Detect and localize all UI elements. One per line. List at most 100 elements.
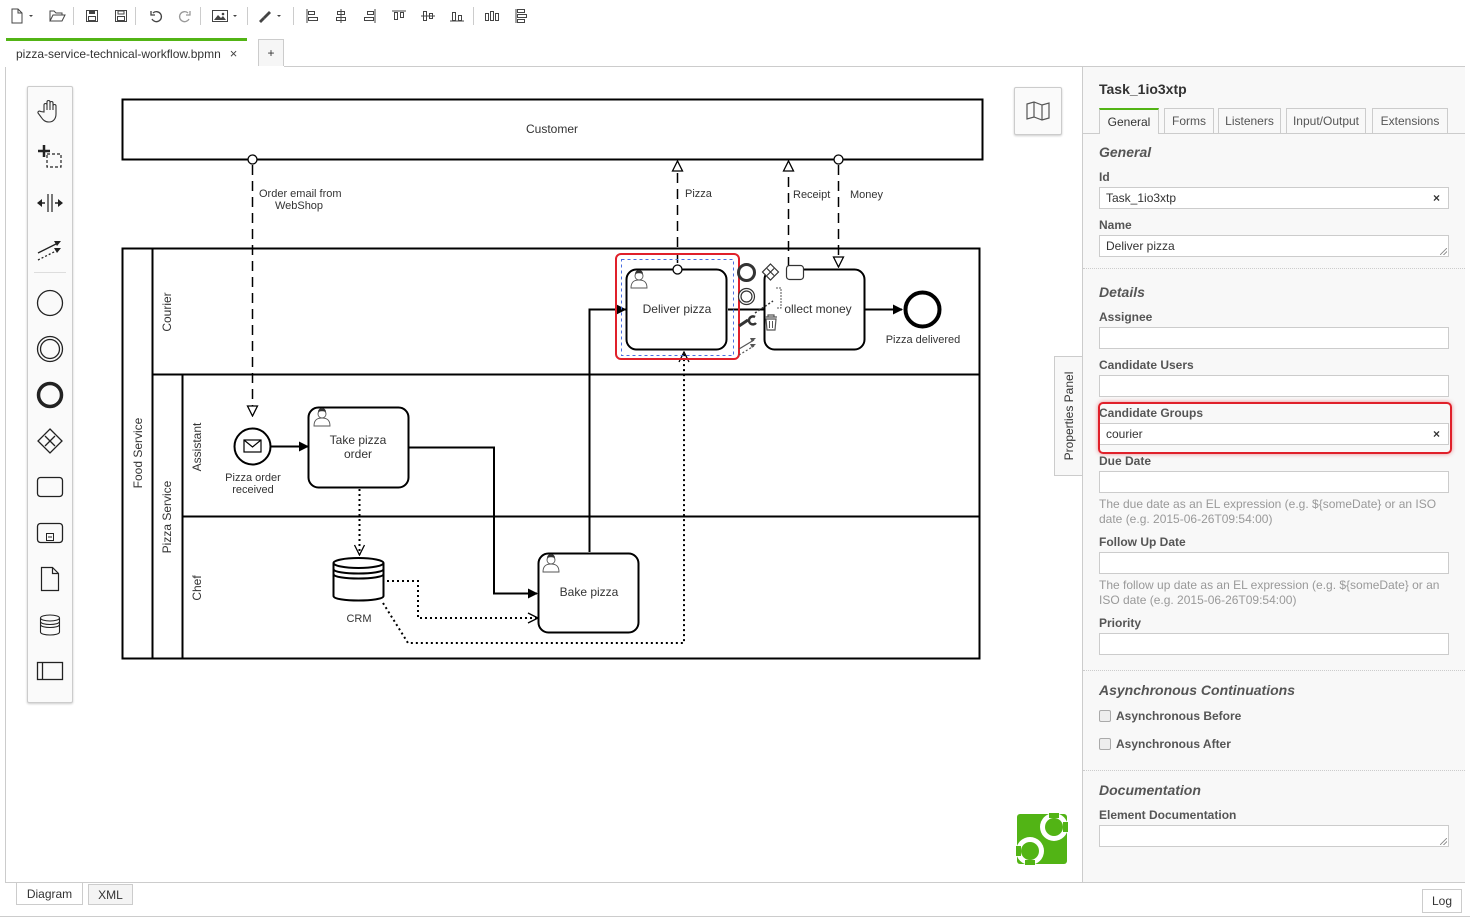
id-field[interactable]: Task_1io3xtp × [1099,187,1449,209]
sequence-flow-bake-to-deliver[interactable] [588,304,627,553]
task-take-pizza-order[interactable]: Take pizza order [307,406,410,489]
create-data-store-button[interactable] [28,605,72,645]
create-gateway-button[interactable] [28,421,72,461]
group-async-heading: Asynchronous Continuations [1099,682,1295,698]
lane-courier[interactable]: Courier [160,292,174,331]
task-collect-money[interactable]: ollect money [763,267,866,351]
tab-forms[interactable]: Forms [1164,108,1214,133]
wrench-icon[interactable] [738,315,757,328]
message-flow-order-label-1: Order email from [259,188,342,200]
log-button[interactable]: Log [1422,889,1462,913]
file-tab-active[interactable]: pizza-service-technical-workflow.bpmn × [6,38,248,66]
lane-assistant[interactable]: Assistant [190,422,204,471]
append-text-annotation-icon[interactable] [776,287,782,309]
candidate-users-field[interactable] [1099,375,1449,397]
end-event-pizza-delivered[interactable]: Pizza delivered [886,290,961,347]
export-image-button[interactable] [210,5,242,27]
color-button[interactable] [256,5,286,27]
close-tab-icon[interactable]: × [229,46,238,61]
data-store-crm[interactable]: CRM [332,557,385,625]
tab-xml[interactable]: XML [88,884,133,905]
space-tool-button[interactable] [28,183,72,223]
task-deliver-pizza[interactable]: Deliver pizza [615,253,740,360]
align-middle-button[interactable] [418,5,438,27]
append-task-icon[interactable] [785,264,805,281]
create-task-button[interactable] [28,467,72,507]
data-association-crm-to-deliver[interactable] [382,352,684,644]
resize-handle-icon[interactable] [1440,838,1447,845]
lasso-tool-button[interactable] [28,137,72,177]
diagram-canvas[interactable]: Customer Food Service Courier Pizza Serv… [6,67,1082,882]
end-event-label: Pizza delivered [886,334,961,346]
priority-field[interactable] [1099,633,1449,655]
create-participant-button[interactable] [28,651,72,691]
align-top-button[interactable] [389,5,409,27]
message-flow-order-email[interactable]: Order email from WebShop [248,154,342,416]
global-connect-tool-button[interactable] [28,229,72,269]
connect-icon[interactable] [738,338,756,356]
follow-up-date-field[interactable] [1099,552,1449,574]
file-tab-label: pizza-service-technical-workflow.bpmn [16,46,221,61]
start-event-pizza-order-received[interactable]: Pizza order received [225,427,281,497]
minimap-toggle-button[interactable] [1014,87,1062,135]
append-gateway-icon[interactable] [761,263,780,281]
name-value: Deliver pizza [1106,239,1175,253]
align-center-icon [336,9,346,23]
create-subprocess-button[interactable] [28,513,72,553]
trash-icon[interactable] [765,314,777,331]
align-center-button[interactable] [331,5,351,27]
redo-icon [179,11,191,23]
redo-button[interactable] [175,5,195,27]
append-end-event-icon[interactable] [737,263,756,282]
pool-customer-label: Customer [526,122,578,136]
hand-icon [37,100,57,123]
candidate-groups-value: courier [1106,427,1143,441]
create-start-event-button[interactable] [28,283,72,323]
tab-diagram[interactable]: Diagram [16,883,83,905]
distribute-horizontal-button[interactable] [482,5,502,27]
task-bake-pizza[interactable]: Bake pizza [537,552,640,634]
data-association-crm-to-bake[interactable] [387,580,538,618]
tab-general[interactable]: General [1099,108,1159,134]
lane-chef[interactable]: Chef [190,575,204,601]
due-date-field[interactable] [1099,471,1449,493]
async-after-checkbox[interactable]: Asynchronous After [1099,737,1231,751]
pool-customer[interactable]: Customer [121,98,984,161]
save-button[interactable] [82,5,102,27]
async-before-checkbox[interactable]: Asynchronous Before [1099,709,1241,723]
align-bottom-button[interactable] [447,5,467,27]
sequence-flow-take-order-to-bake[interactable] [409,446,538,599]
undo-button[interactable] [146,5,166,27]
tab-listeners[interactable]: Listeners [1218,108,1281,133]
new-file-button[interactable] [8,5,38,27]
open-file-button[interactable] [46,5,68,27]
clear-candidate-groups-icon[interactable]: × [1432,427,1440,441]
distribute-vertical-button[interactable] [511,5,531,27]
message-flow-pizza[interactable]: Pizza [678,161,713,263]
save-as-button[interactable] [111,5,131,27]
lane-pizza-service[interactable]: Pizza Service [160,480,174,553]
intermediate-event-icon [36,335,64,363]
task-take-pizza-order-label-1: Take pizza [330,433,387,447]
create-end-event-button[interactable] [28,375,72,415]
due-date-help: The due date as an EL expression (e.g. $… [1099,497,1437,526]
align-left-button[interactable] [302,5,322,27]
properties-panel-toggle[interactable]: Properties Panel [1054,356,1082,476]
message-flow-money[interactable]: Money [834,154,884,267]
create-intermediate-event-button[interactable] [28,329,72,369]
resize-handle-icon[interactable] [1440,248,1447,255]
clear-id-icon[interactable]: × [1432,191,1440,205]
hand-tool-button[interactable] [28,91,72,131]
gateway-icon [37,428,63,454]
tab-extensions[interactable]: Extensions [1372,108,1448,133]
add-tab-button[interactable]: + [258,39,284,66]
name-field[interactable]: Deliver pizza [1099,235,1449,257]
subprocess-icon [36,522,64,544]
tab-input-output[interactable]: Input/Output [1286,108,1366,133]
candidate-groups-field[interactable]: courier × [1099,423,1449,445]
async-before-label: Asynchronous Before [1116,709,1242,723]
assignee-field[interactable] [1099,327,1449,349]
element-documentation-field[interactable] [1099,825,1449,847]
align-right-button[interactable] [360,5,380,27]
create-data-object-button[interactable] [28,559,72,599]
